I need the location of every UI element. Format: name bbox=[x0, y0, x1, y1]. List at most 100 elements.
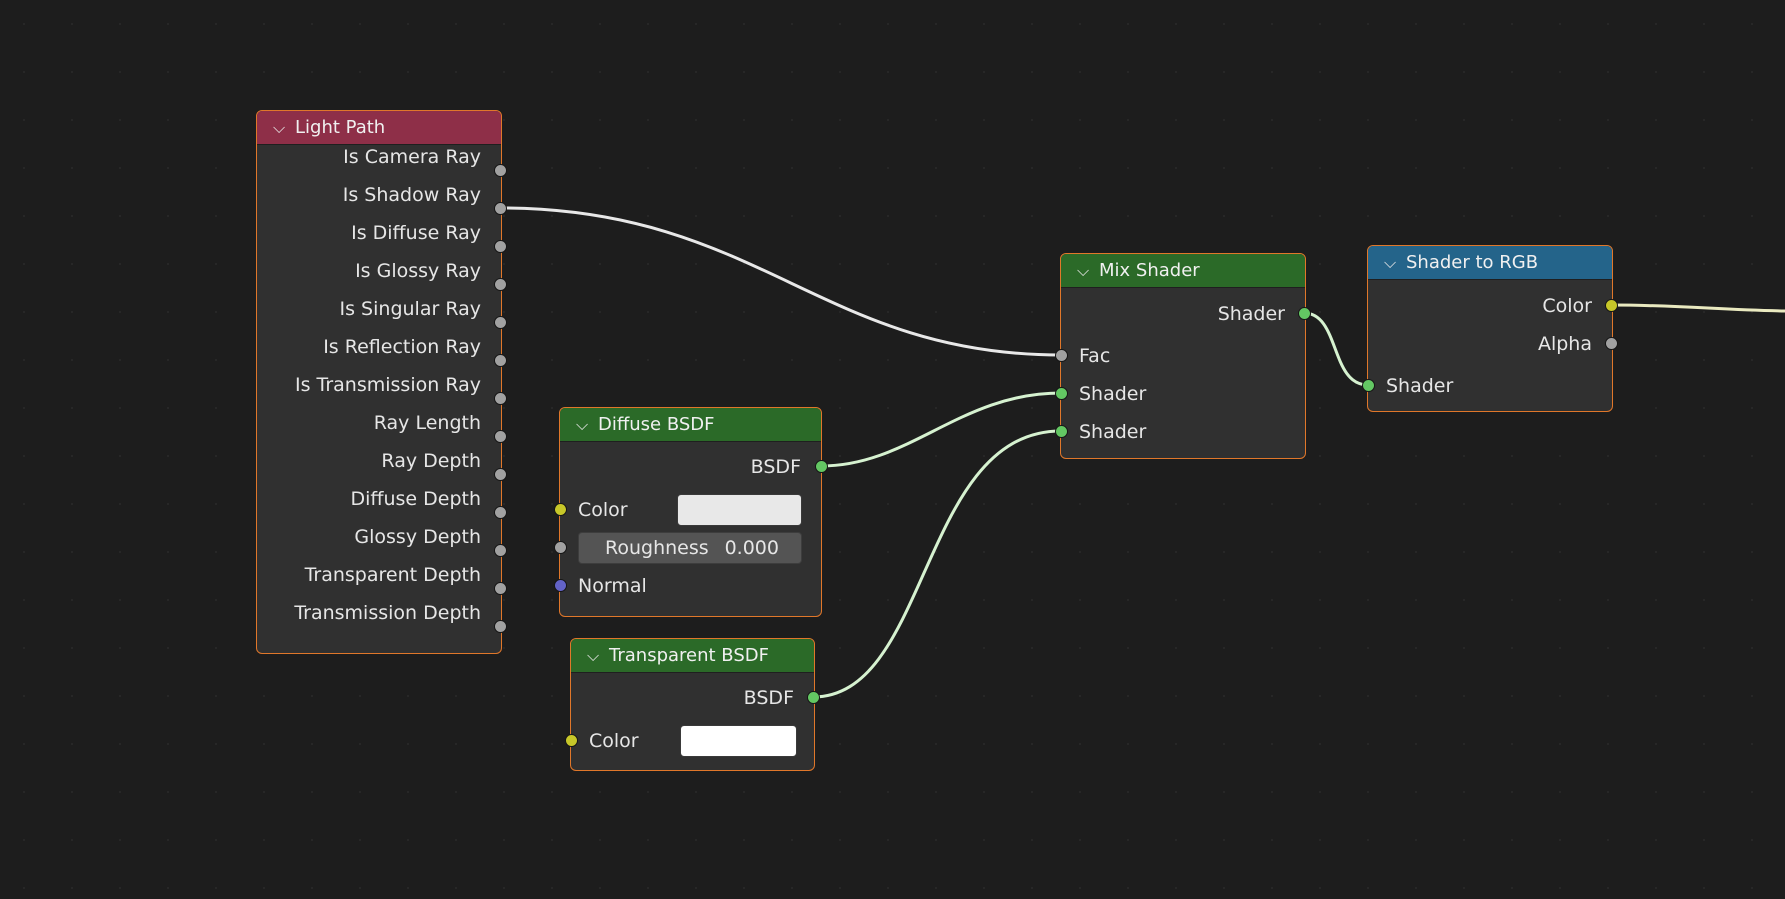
input-shader-2: Shader bbox=[1061, 418, 1305, 446]
transparent-color-input-socket[interactable] bbox=[564, 733, 578, 747]
transparent-bsdf-output-socket[interactable] bbox=[806, 690, 820, 704]
node-title: Shader to RGB bbox=[1406, 252, 1539, 273]
input-color: Color bbox=[560, 496, 821, 524]
socket-label: Glossy Depth bbox=[354, 526, 481, 548]
link-mix-to-shader-to-rgb[interactable] bbox=[1303, 311, 1369, 387]
socket-label: Alpha bbox=[1537, 333, 1592, 355]
socket-label: Normal bbox=[578, 575, 647, 597]
node-header[interactable]: ⌵ Diffuse BSDF bbox=[560, 408, 821, 442]
input-normal: Normal bbox=[560, 572, 821, 600]
node-shader-to-rgb[interactable]: ⌵ Shader to RGB Color Alpha Shader bbox=[1367, 245, 1613, 412]
light-path-output-socket[interactable] bbox=[493, 201, 507, 215]
socket-label: Is Diffuse Ray bbox=[351, 222, 481, 244]
node-transparent-bsdf[interactable]: ⌵ Transparent BSDF BSDF Color bbox=[570, 638, 815, 771]
chevron-down-icon[interactable]: ⌵ bbox=[576, 414, 589, 434]
socket-label: Shader bbox=[1079, 383, 1147, 405]
output-is-diffuse-ray: Is Diffuse Ray bbox=[257, 219, 501, 247]
rgb-color-output-socket[interactable] bbox=[1604, 298, 1618, 312]
mix-shader-output-socket[interactable] bbox=[1297, 306, 1311, 320]
light-path-output-socket[interactable] bbox=[493, 239, 507, 253]
input-shader: Shader bbox=[1368, 372, 1612, 400]
input-color: Color bbox=[571, 727, 814, 755]
socket-label: Color bbox=[1542, 295, 1592, 317]
light-path-output-socket[interactable] bbox=[493, 429, 507, 443]
output-is-transmission-ray: Is Transmission Ray bbox=[257, 371, 501, 399]
socket-label: BSDF bbox=[750, 456, 801, 478]
diffuse-bsdf-output-socket[interactable] bbox=[814, 459, 828, 473]
output-bsdf: BSDF bbox=[571, 684, 814, 712]
socket-label: Is Camera Ray bbox=[343, 146, 481, 168]
light-path-output-socket[interactable] bbox=[493, 353, 507, 367]
mix-shader2-input-socket[interactable] bbox=[1054, 424, 1068, 438]
socket-label: Is Shadow Ray bbox=[342, 184, 481, 206]
node-header[interactable]: ⌵ Light Path bbox=[257, 111, 501, 145]
input-shader-1: Shader bbox=[1061, 380, 1305, 408]
light-path-output-socket[interactable] bbox=[493, 391, 507, 405]
node-title: Diffuse BSDF bbox=[598, 414, 715, 435]
socket-label: Is Transmission Ray bbox=[295, 374, 481, 396]
output-ray-depth: Ray Depth bbox=[257, 447, 501, 475]
link-shadow-ray-to-fac[interactable] bbox=[499, 206, 1062, 357]
light-path-output-socket[interactable] bbox=[493, 581, 507, 595]
color-swatch[interactable] bbox=[680, 725, 797, 757]
mix-fac-input-socket[interactable] bbox=[1054, 348, 1068, 362]
light-path-output-socket[interactable] bbox=[493, 619, 507, 633]
output-ray-length: Ray Length bbox=[257, 409, 501, 437]
output-is-camera-ray: Is Camera Ray bbox=[257, 143, 501, 171]
mix-shader1-input-socket[interactable] bbox=[1054, 386, 1068, 400]
node-diffuse-bsdf[interactable]: ⌵ Diffuse BSDF BSDF Color Roughness 0.00… bbox=[559, 407, 822, 617]
chevron-down-icon[interactable]: ⌵ bbox=[1077, 260, 1090, 280]
chevron-down-icon[interactable]: ⌵ bbox=[273, 117, 286, 137]
node-header[interactable]: ⌵ Transparent BSDF bbox=[571, 639, 814, 673]
output-diffuse-depth: Diffuse Depth bbox=[257, 485, 501, 513]
diffuse-color-input-socket[interactable] bbox=[553, 502, 567, 516]
output-is-shadow-ray: Is Shadow Ray bbox=[257, 181, 501, 209]
rgb-shader-input-socket[interactable] bbox=[1361, 378, 1375, 392]
light-path-output-socket[interactable] bbox=[493, 505, 507, 519]
diffuse-normal-input-socket[interactable] bbox=[553, 578, 567, 592]
socket-label: Transmission Depth bbox=[294, 602, 481, 624]
link-color-output[interactable] bbox=[1610, 303, 1785, 313]
light-path-output-socket[interactable] bbox=[493, 277, 507, 291]
output-is-singular-ray: Is Singular Ray bbox=[257, 295, 501, 323]
chevron-down-icon[interactable]: ⌵ bbox=[1384, 252, 1397, 272]
light-path-output-socket[interactable] bbox=[493, 163, 507, 177]
input-fac: Fac bbox=[1061, 342, 1305, 370]
link-transparent-to-shader2[interactable] bbox=[812, 429, 1062, 699]
slider-label: Roughness bbox=[605, 537, 709, 559]
output-transparent-depth: Transparent Depth bbox=[257, 561, 501, 589]
diffuse-roughness-input-socket[interactable] bbox=[553, 540, 567, 554]
slider-value: 0.000 bbox=[724, 537, 779, 559]
light-path-output-socket[interactable] bbox=[493, 315, 507, 329]
socket-label: Color bbox=[589, 730, 639, 752]
output-is-reflection-ray: Is Reflection Ray bbox=[257, 333, 501, 361]
socket-label: Is Glossy Ray bbox=[355, 260, 481, 282]
socket-label: Transparent Depth bbox=[304, 564, 481, 586]
color-swatch[interactable] bbox=[677, 494, 802, 526]
socket-label: Is Singular Ray bbox=[339, 298, 481, 320]
light-path-output-socket[interactable] bbox=[493, 543, 507, 557]
socket-label: Is Reflection Ray bbox=[323, 336, 481, 358]
node-header[interactable]: ⌵ Shader to RGB bbox=[1368, 246, 1612, 280]
roughness-slider[interactable]: Roughness 0.000 bbox=[578, 532, 802, 564]
output-shader: Shader bbox=[1061, 300, 1305, 328]
chevron-down-icon[interactable]: ⌵ bbox=[587, 645, 600, 665]
node-header[interactable]: ⌵ Mix Shader bbox=[1061, 254, 1305, 288]
socket-label: Ray Depth bbox=[381, 450, 481, 472]
light-path-output-socket[interactable] bbox=[493, 467, 507, 481]
link-diffuse-to-shader1[interactable] bbox=[820, 391, 1062, 468]
node-title: Transparent BSDF bbox=[609, 645, 769, 666]
output-bsdf: BSDF bbox=[560, 453, 821, 481]
socket-label: Shader bbox=[1079, 421, 1147, 443]
output-glossy-depth: Glossy Depth bbox=[257, 523, 501, 551]
output-is-glossy-ray: Is Glossy Ray bbox=[257, 257, 501, 285]
socket-label: Diffuse Depth bbox=[350, 488, 481, 510]
socket-label: Shader bbox=[1217, 303, 1285, 325]
socket-label: Ray Length bbox=[373, 412, 481, 434]
rgb-alpha-output-socket[interactable] bbox=[1604, 336, 1618, 350]
output-color: Color bbox=[1368, 292, 1612, 320]
socket-label: Fac bbox=[1079, 345, 1111, 367]
node-mix-shader[interactable]: ⌵ Mix Shader Shader Fac Shader Shader bbox=[1060, 253, 1306, 459]
